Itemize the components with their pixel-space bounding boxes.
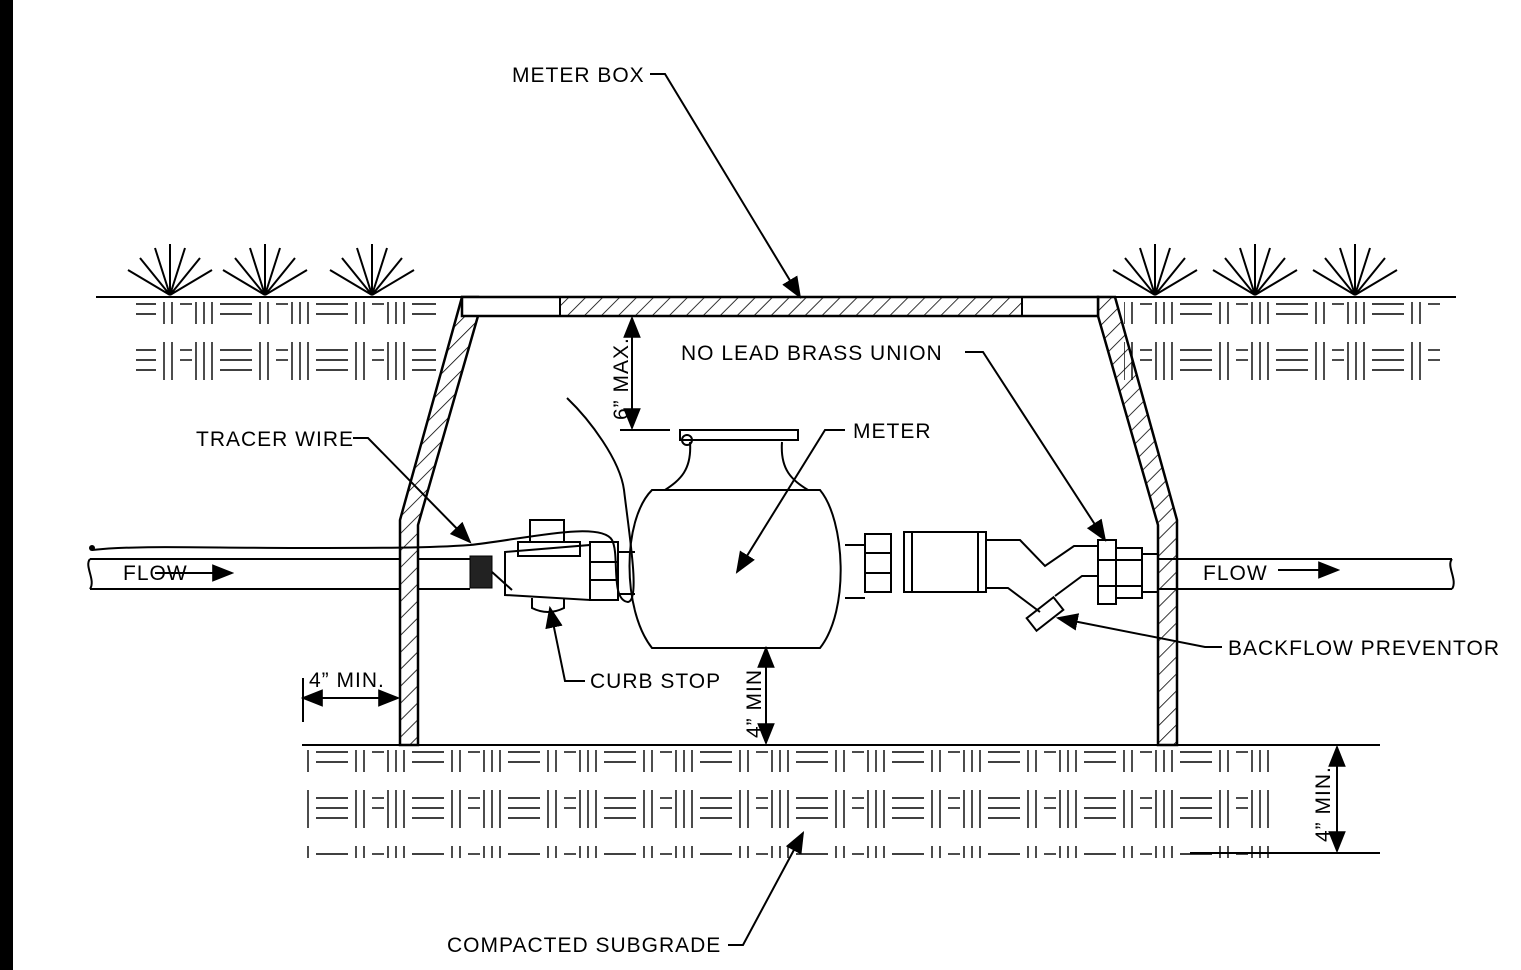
outlet-pipe bbox=[1158, 558, 1455, 590]
flow-left-label: FLOW bbox=[123, 562, 188, 585]
meter-label: METER bbox=[853, 420, 932, 443]
curb-stop bbox=[504, 519, 619, 613]
leader-lines bbox=[353, 73, 1222, 946]
four-inch-min-subgrade-label: 4” MIN. bbox=[1312, 766, 1335, 842]
surface-soil-left bbox=[136, 302, 436, 390]
tracer-wire-label: TRACER WIRE bbox=[196, 428, 354, 451]
backflow-preventor-label: BACKFLOW PREVENTOR bbox=[1228, 637, 1500, 660]
sheet-border bbox=[0, 0, 13, 970]
dimension-lines bbox=[155, 315, 1346, 854]
four-inch-min-bottom-label: 4” MIN. bbox=[743, 662, 766, 738]
tracer-wire-end bbox=[89, 545, 95, 551]
meter-box bbox=[398, 295, 1179, 747]
water-meter bbox=[618, 429, 842, 649]
meter-box-label: METER BOX bbox=[512, 64, 645, 87]
grass-tufts bbox=[127, 243, 1398, 296]
compacted-subgrade-hatch bbox=[302, 750, 1272, 858]
four-inch-min-side-label: 4” MIN. bbox=[309, 669, 385, 692]
inlet-pipe bbox=[87, 555, 513, 591]
curb-stop-label: CURB STOP bbox=[590, 670, 721, 693]
flow-right-label: FLOW bbox=[1203, 562, 1268, 585]
tracer-wire bbox=[91, 397, 635, 604]
compacted-subgrade-label: COMPACTED SUBGRADE bbox=[447, 934, 721, 957]
surface-soil-right bbox=[1124, 302, 1440, 390]
backflow-assembly bbox=[845, 531, 1158, 633]
no-lead-brass-union-label: NO LEAD BRASS UNION bbox=[681, 342, 943, 365]
six-inch-max-label: 6” MAX. bbox=[610, 337, 633, 420]
